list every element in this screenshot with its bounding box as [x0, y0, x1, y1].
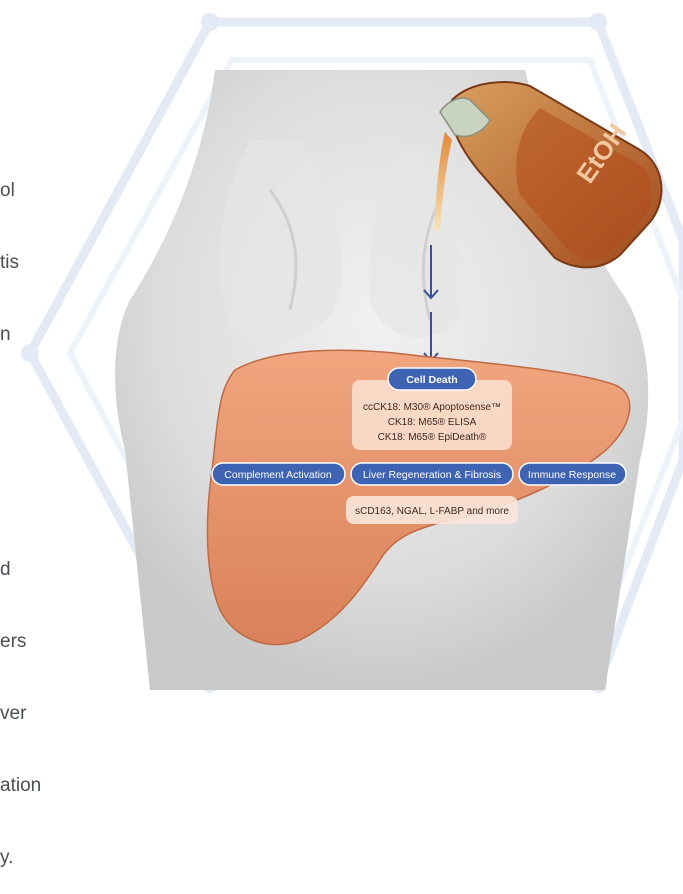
complement-activation-label: Complement Activation	[224, 469, 332, 481]
description-text-line: y.	[0, 846, 41, 870]
markers-text: sCD163, NGAL, L-FABP and more	[355, 506, 509, 517]
cell-death-item: CK18: M65® ELISA	[388, 417, 477, 428]
hexagon-node	[589, 13, 607, 31]
hexagon-node	[21, 344, 39, 362]
cell-death-item: ccCK18: M30® Apoptosense™	[363, 402, 501, 413]
cell-death-item: CK18: M65® EpiDeath®	[378, 432, 487, 443]
liver-biomarker-illustration: EtOH ccCK18: M30® Apoptosense™ CK18: M65…	[0, 0, 683, 698]
description-text-line: ver	[0, 702, 41, 726]
cell-death-title: Cell Death	[406, 374, 457, 386]
hexagon-node	[201, 13, 219, 31]
immune-response-label: Immune Response	[528, 469, 616, 481]
description-text-line: ation	[0, 774, 41, 798]
liver-regeneration-label: Liver Regeneration & Fibrosis	[363, 469, 501, 481]
